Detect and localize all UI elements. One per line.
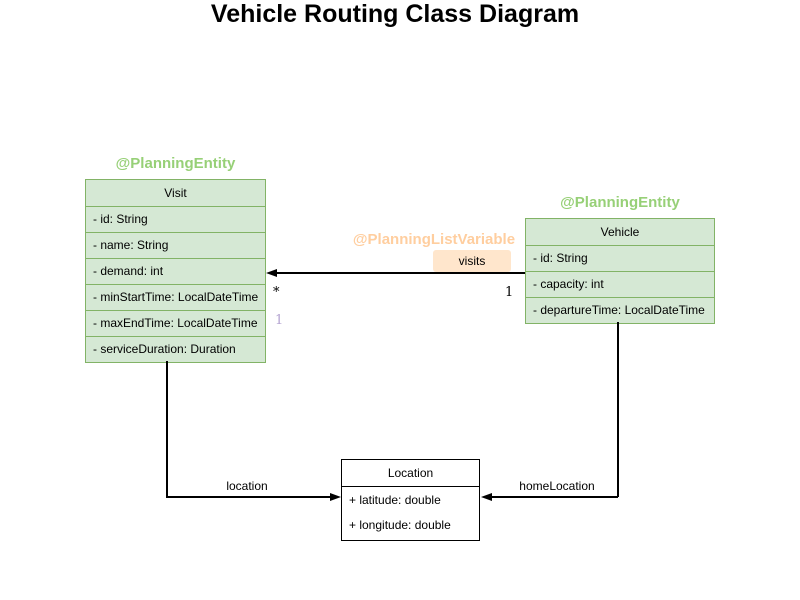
class-vehicle: Vehicle - id: String - capacity: int - d… [525, 218, 715, 324]
visit-attr-maxendtime: - maxEndTime: LocalDateTime [86, 310, 265, 336]
vehicle-attr-departuretime: - departureTime: LocalDateTime [526, 297, 714, 323]
home-location-edge-horizontal [491, 496, 618, 498]
visits-edge-line [276, 272, 525, 274]
visit-attr-minstarttime: - minStartTime: LocalDateTime [86, 284, 265, 310]
visits-muted-multiplicity: 1 [275, 313, 284, 328]
class-vehicle-title: Vehicle [600, 225, 640, 239]
location-edge-label: location [197, 479, 297, 494]
vehicle-attr-id: - id: String [526, 245, 714, 271]
class-location: Location + latitude: double + longitude:… [341, 459, 480, 541]
visit-attr-demand: - demand: int [86, 258, 265, 284]
visit-attr-serviceduration: - serviceDuration: Duration [86, 336, 265, 362]
visits-source-multiplicity: 1 [505, 285, 514, 300]
location-attr-longitude: + longitude: double [349, 518, 451, 532]
home-location-edge-vertical [617, 322, 619, 497]
class-visit: Visit - id: String - name: String - dema… [85, 179, 266, 363]
visits-edge-label: visits [433, 250, 511, 272]
location-edge-vertical [166, 361, 168, 497]
home-location-arrowhead-icon [481, 493, 492, 501]
class-location-title: Location [342, 460, 479, 487]
visit-attr-name: - name: String [86, 232, 265, 258]
home-location-edge-label: homeLocation [505, 479, 609, 494]
visits-annotation: @PlanningListVariable [352, 231, 516, 248]
visit-attr-id: - id: String [86, 206, 265, 232]
visit-annotation: @PlanningEntity [115, 155, 236, 172]
vehicle-attr-capacity: - capacity: int [526, 271, 714, 297]
vehicle-annotation: @PlanningEntity [560, 194, 680, 211]
visits-arrowhead-icon [266, 269, 277, 277]
location-attr-latitude: + latitude: double [349, 493, 441, 507]
location-edge-horizontal [166, 496, 331, 498]
visits-target-multiplicity: * [273, 285, 280, 300]
diagram-title: Vehicle Routing Class Diagram [210, 0, 580, 28]
class-visit-title: Visit [164, 186, 187, 200]
location-arrowhead-icon [330, 493, 341, 501]
